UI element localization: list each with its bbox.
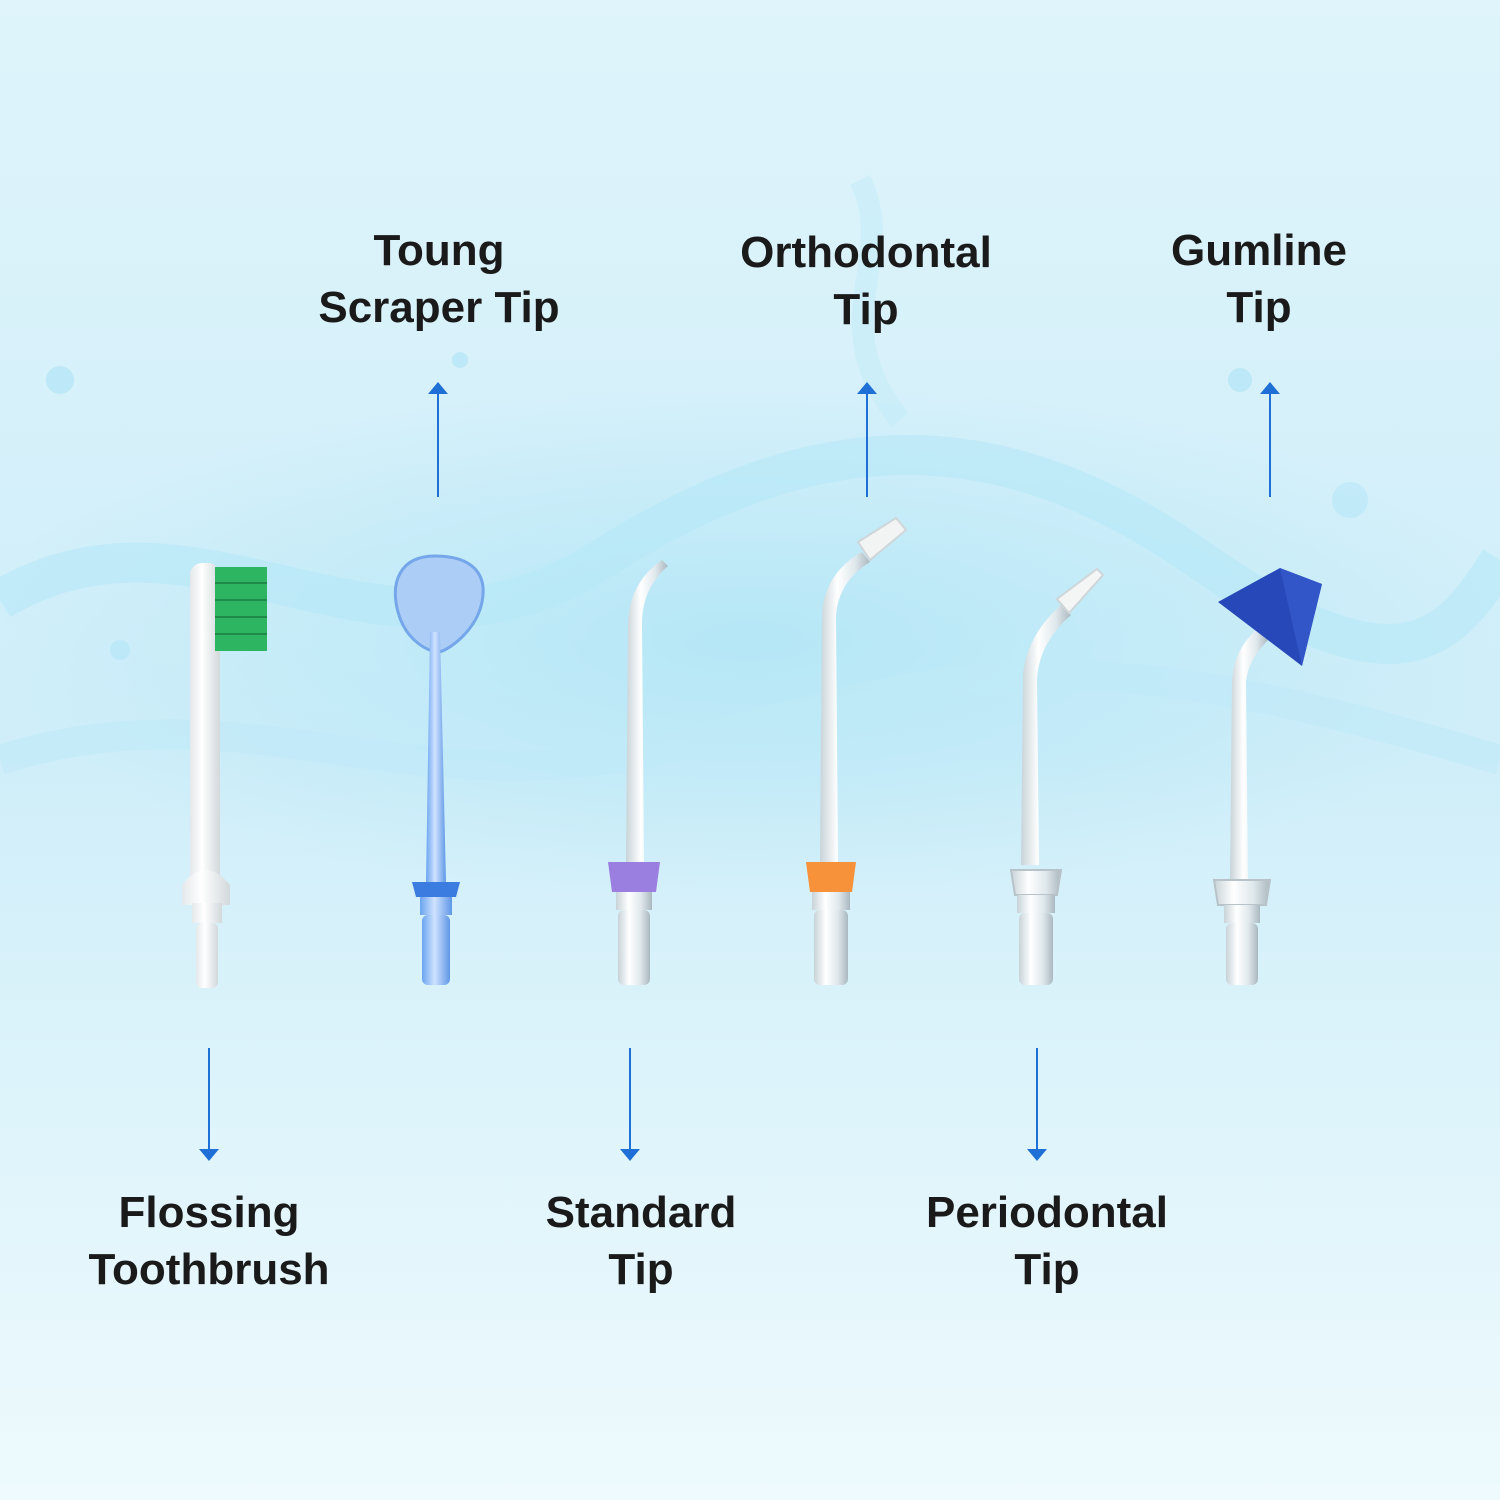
label-gumline-tip: Gumline Tip xyxy=(1170,226,1348,332)
arrow-up-icon xyxy=(857,382,877,497)
orthodontal-tip-image xyxy=(806,516,908,985)
label-toung-scraper-tip: Toung Scraper Tip xyxy=(318,226,560,332)
arrow-up-icon xyxy=(1260,382,1280,497)
flossing-toothbrush-image xyxy=(182,563,267,988)
standard-tip-image xyxy=(608,560,668,985)
arrow-down-icon xyxy=(620,1048,640,1161)
arrow-down-icon xyxy=(1027,1048,1047,1161)
label-periodontal-tip: Periodontal Tip xyxy=(925,1188,1169,1294)
label-standard-tip: Standard Tip xyxy=(545,1188,737,1294)
tongue-scraper-tip-image xyxy=(393,554,485,985)
periodontal-tip-image xyxy=(1009,567,1105,985)
label-flossing-toothbrush: Flossing Toothbrush xyxy=(88,1188,330,1294)
arrow-up-icon xyxy=(428,382,448,497)
arrow-down-icon xyxy=(199,1048,219,1161)
gumline-tip-image xyxy=(1212,568,1322,985)
label-orthodontal-tip: Orthodontal Tip xyxy=(740,228,992,334)
